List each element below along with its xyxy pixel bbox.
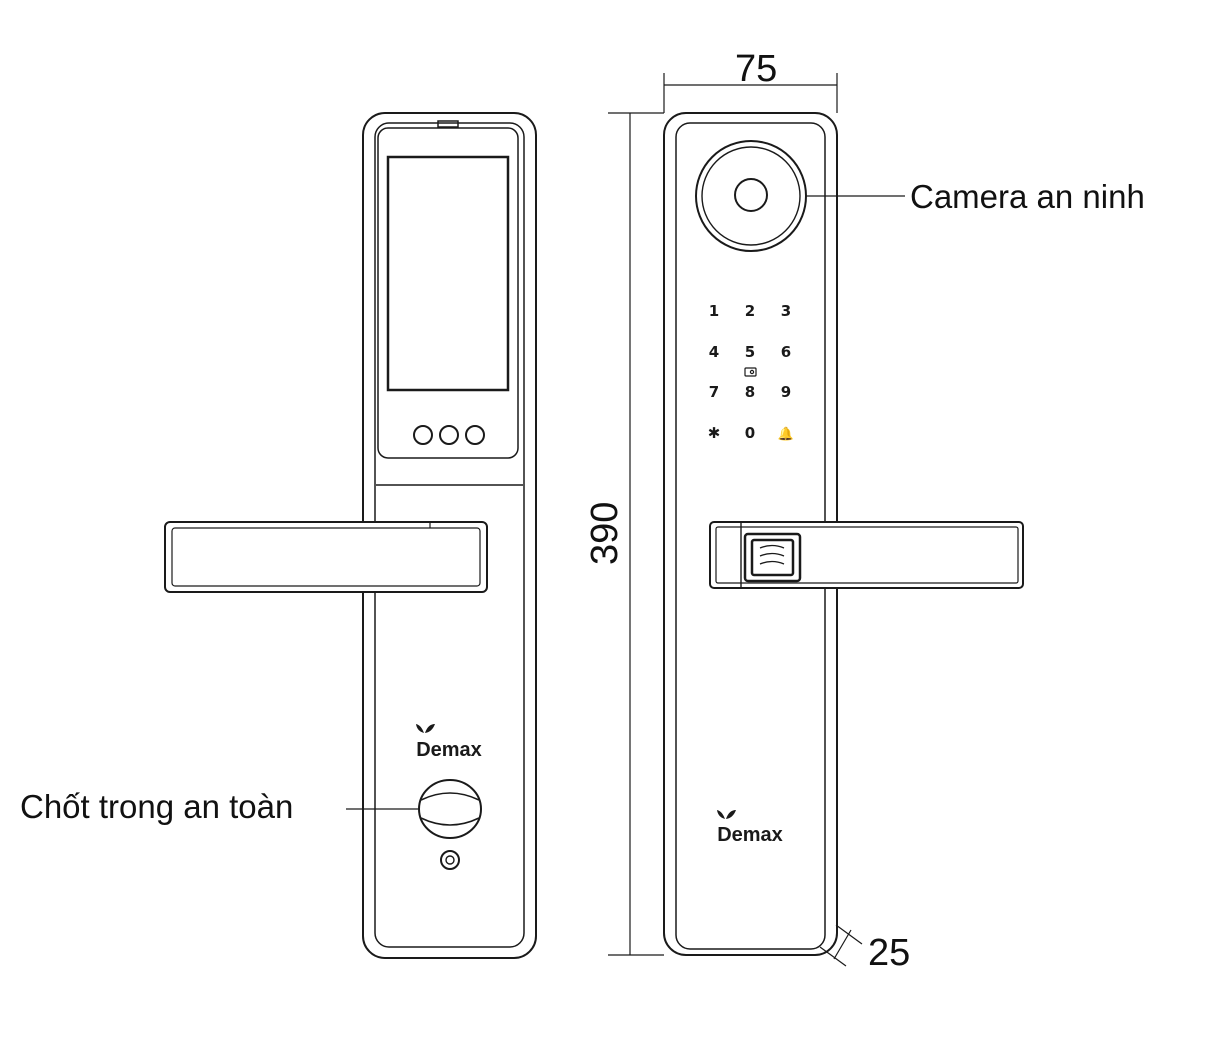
indicator-dot-2	[439, 425, 459, 445]
keypad-key-5[interactable]: 5	[745, 343, 755, 361]
key-cylinder	[440, 850, 460, 870]
front-unit	[608, 73, 1024, 967]
front-logo-text: Demax	[717, 824, 783, 846]
depth-dimension-label: 25	[868, 932, 911, 974]
display-panel	[377, 127, 519, 459]
keypad-key-3[interactable]: 3	[781, 302, 791, 320]
back-logo-text: Demax	[416, 739, 482, 761]
camera-callout: Camera an ninh	[910, 178, 1145, 215]
indicator-dot-1	[413, 425, 433, 445]
keypad-key-1[interactable]: 1	[709, 302, 719, 320]
keypad-key-2[interactable]: 2	[745, 302, 755, 320]
card-icon	[744, 367, 757, 377]
keypad-key-star[interactable]: ✱	[708, 424, 721, 442]
indicator-dot-3	[465, 425, 485, 445]
display-screen	[386, 155, 510, 392]
front-logo: Demax	[717, 810, 783, 846]
height-dimension-label: 390	[584, 501, 626, 565]
keypad-key-8[interactable]: 8	[745, 383, 755, 401]
keypad-key-7[interactable]: 7	[709, 383, 719, 401]
camera-module	[695, 140, 807, 252]
dimension-lines	[608, 73, 863, 967]
keypad-key-bell[interactable]: 🔔	[778, 426, 794, 442]
camera-lens	[734, 178, 768, 212]
fingerprint-sensor	[743, 532, 802, 583]
leaf-icon	[717, 810, 736, 819]
keypad[interactable]: 1 2 3 4 5 6 7 8 9 ✱ 0 🔔	[708, 302, 794, 442]
safety-latch-knob	[418, 779, 482, 839]
keypad-key-0[interactable]: 0	[745, 424, 755, 442]
back-logo: Demax	[416, 724, 482, 761]
keypad-key-6[interactable]: 6	[781, 343, 791, 361]
keypad-key-4[interactable]: 4	[709, 343, 719, 361]
front-handle	[709, 521, 1024, 589]
keypad-key-9[interactable]: 9	[781, 383, 791, 401]
back-unit	[164, 112, 537, 959]
width-dimension-label: 75	[735, 48, 778, 90]
top-tab	[437, 120, 459, 128]
safety-latch-callout: Chốt trong an toàn	[20, 788, 294, 825]
back-handle	[164, 521, 488, 593]
leaf-icon	[416, 724, 435, 733]
